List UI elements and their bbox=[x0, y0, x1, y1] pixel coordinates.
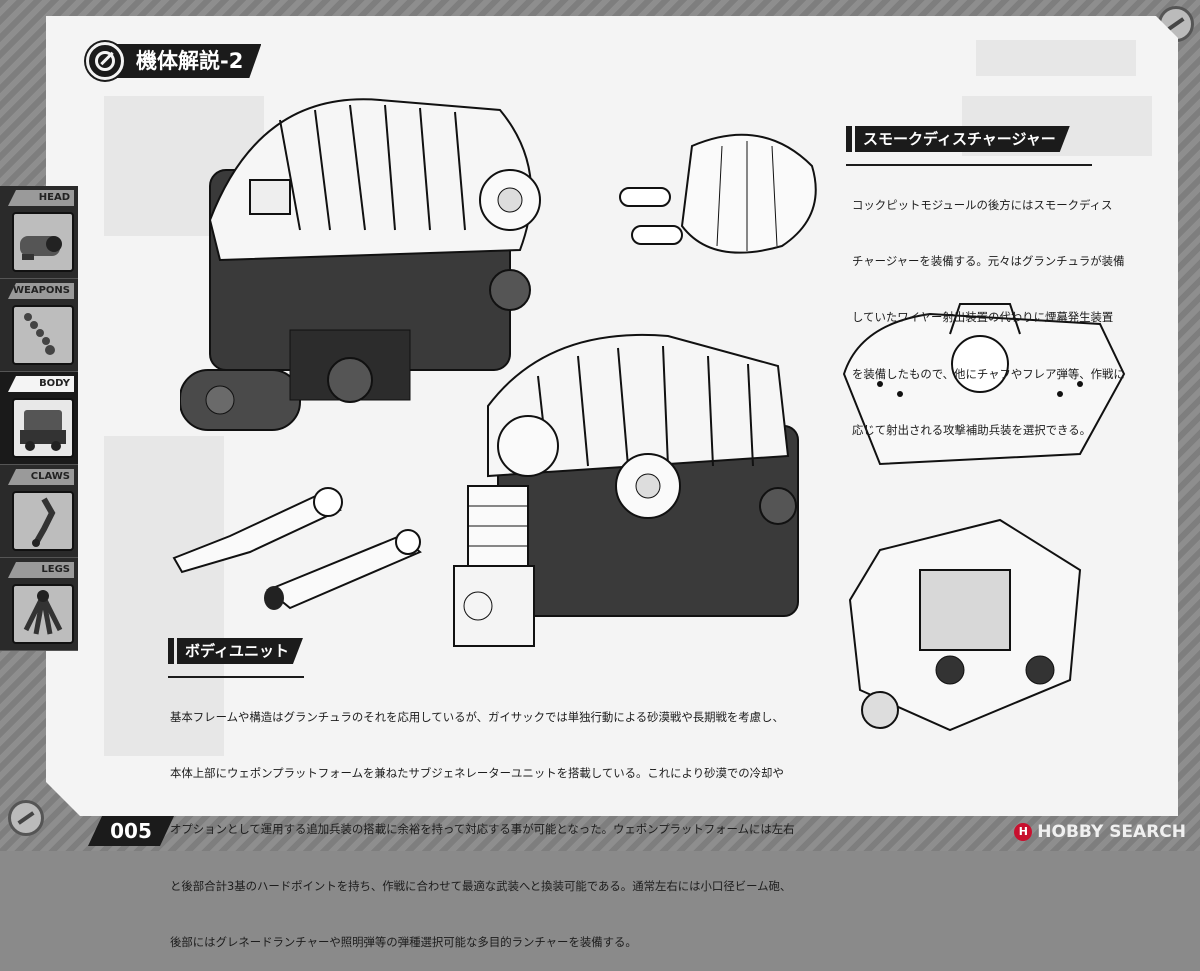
body-unit-text: 基本フレームや構造はグランチュラのそれを応用しているが、ガイサックでは単独行動に… bbox=[170, 670, 795, 971]
text-line: を装備したもので、他にチャフやフレア弾等、作戦に bbox=[852, 366, 1125, 381]
heading-rule bbox=[168, 664, 304, 690]
page-number: 005 bbox=[88, 816, 174, 846]
text-line: チャージャーを装備する。元々はグランチュラが装備 bbox=[852, 253, 1125, 268]
corner-screw-icon bbox=[8, 800, 44, 836]
tab-label: LEGS bbox=[8, 562, 74, 578]
sidebar-tabs: HEAD WEAPONS BODY CLAWS LEGS bbox=[0, 186, 82, 651]
text-line: コックピットモジュールの後方にはスモークディス bbox=[852, 197, 1113, 212]
heading-rule bbox=[846, 152, 1092, 178]
weapons-icon bbox=[12, 305, 74, 365]
cockpit-module-illustration-top bbox=[842, 303, 1126, 466]
body-unit-heading: ボディユニット bbox=[168, 638, 303, 664]
weapon-illustration bbox=[172, 487, 422, 610]
gear-icon bbox=[86, 42, 124, 80]
faded-panel bbox=[976, 40, 1136, 76]
heading-mark bbox=[168, 638, 174, 664]
head-icon bbox=[12, 212, 74, 272]
faded-panel bbox=[104, 436, 224, 756]
text-line: していたワイヤー射出装置の代わりに煙幕発生装置 bbox=[852, 310, 1114, 325]
body-unit-illustration-main bbox=[180, 98, 541, 431]
tab-label: BODY bbox=[8, 376, 74, 392]
tab-label: CLAWS bbox=[8, 469, 74, 485]
smoke-discharger-title: スモークディスチャージャー bbox=[855, 126, 1070, 152]
text-line: 基本フレームや構造はグランチュラのそれを応用しているが、ガイサックでは単独行動に… bbox=[170, 709, 784, 724]
claws-icon bbox=[12, 491, 74, 551]
body-unit-title: ボディユニット bbox=[177, 638, 303, 664]
body-unit-illustration-rear bbox=[453, 333, 799, 647]
tab-body[interactable]: BODY bbox=[0, 372, 78, 465]
tab-legs[interactable]: LEGS bbox=[0, 558, 78, 651]
cockpit-module-illustration-bottom bbox=[848, 518, 1082, 732]
text-line: オプションとして運用する追加兵装の搭載に余裕を持って対応する事が可能となった。ウ… bbox=[170, 822, 795, 837]
smoke-discharger-illustration bbox=[619, 133, 817, 254]
tab-label: HEAD bbox=[8, 190, 74, 206]
watermark: H HOBBY SEARCH bbox=[1014, 822, 1186, 842]
page-title: 機体解説-2 bbox=[86, 42, 261, 80]
text-line: 応じて射出される攻撃補助兵装を選択できる。 bbox=[852, 423, 1091, 438]
heading-mark bbox=[846, 126, 852, 152]
body-icon bbox=[12, 398, 74, 458]
watermark-text: HOBBY SEARCH bbox=[1037, 822, 1186, 842]
text-line: 後部にはグレネードランチャーや照明弾等の弾種選択可能な多目的ランチャーを装備する… bbox=[170, 935, 637, 950]
page-title-label: 機体解説-2 bbox=[114, 44, 261, 78]
tab-claws[interactable]: CLAWS bbox=[0, 465, 78, 558]
text-line: 本体上部にウェポンプラットフォームを兼ねたサブジェネレーターユニットを搭載してい… bbox=[170, 765, 784, 780]
text-line: と後部合計3基のハードポイントを持ち、作戦に合わせて最適な武装へと換装可能である… bbox=[170, 878, 792, 893]
smoke-discharger-heading: スモークディスチャージャー bbox=[846, 126, 1070, 152]
smoke-discharger-text: コックピットモジュールの後方にはスモークディス チャージャーを装備する。元々はグ… bbox=[852, 158, 1125, 459]
tab-weapons[interactable]: WEAPONS bbox=[0, 279, 78, 372]
hobby-search-logo-icon: H bbox=[1014, 823, 1033, 841]
tab-head[interactable]: HEAD bbox=[0, 186, 78, 279]
legs-icon bbox=[12, 584, 74, 644]
tab-label: WEAPONS bbox=[8, 283, 74, 299]
